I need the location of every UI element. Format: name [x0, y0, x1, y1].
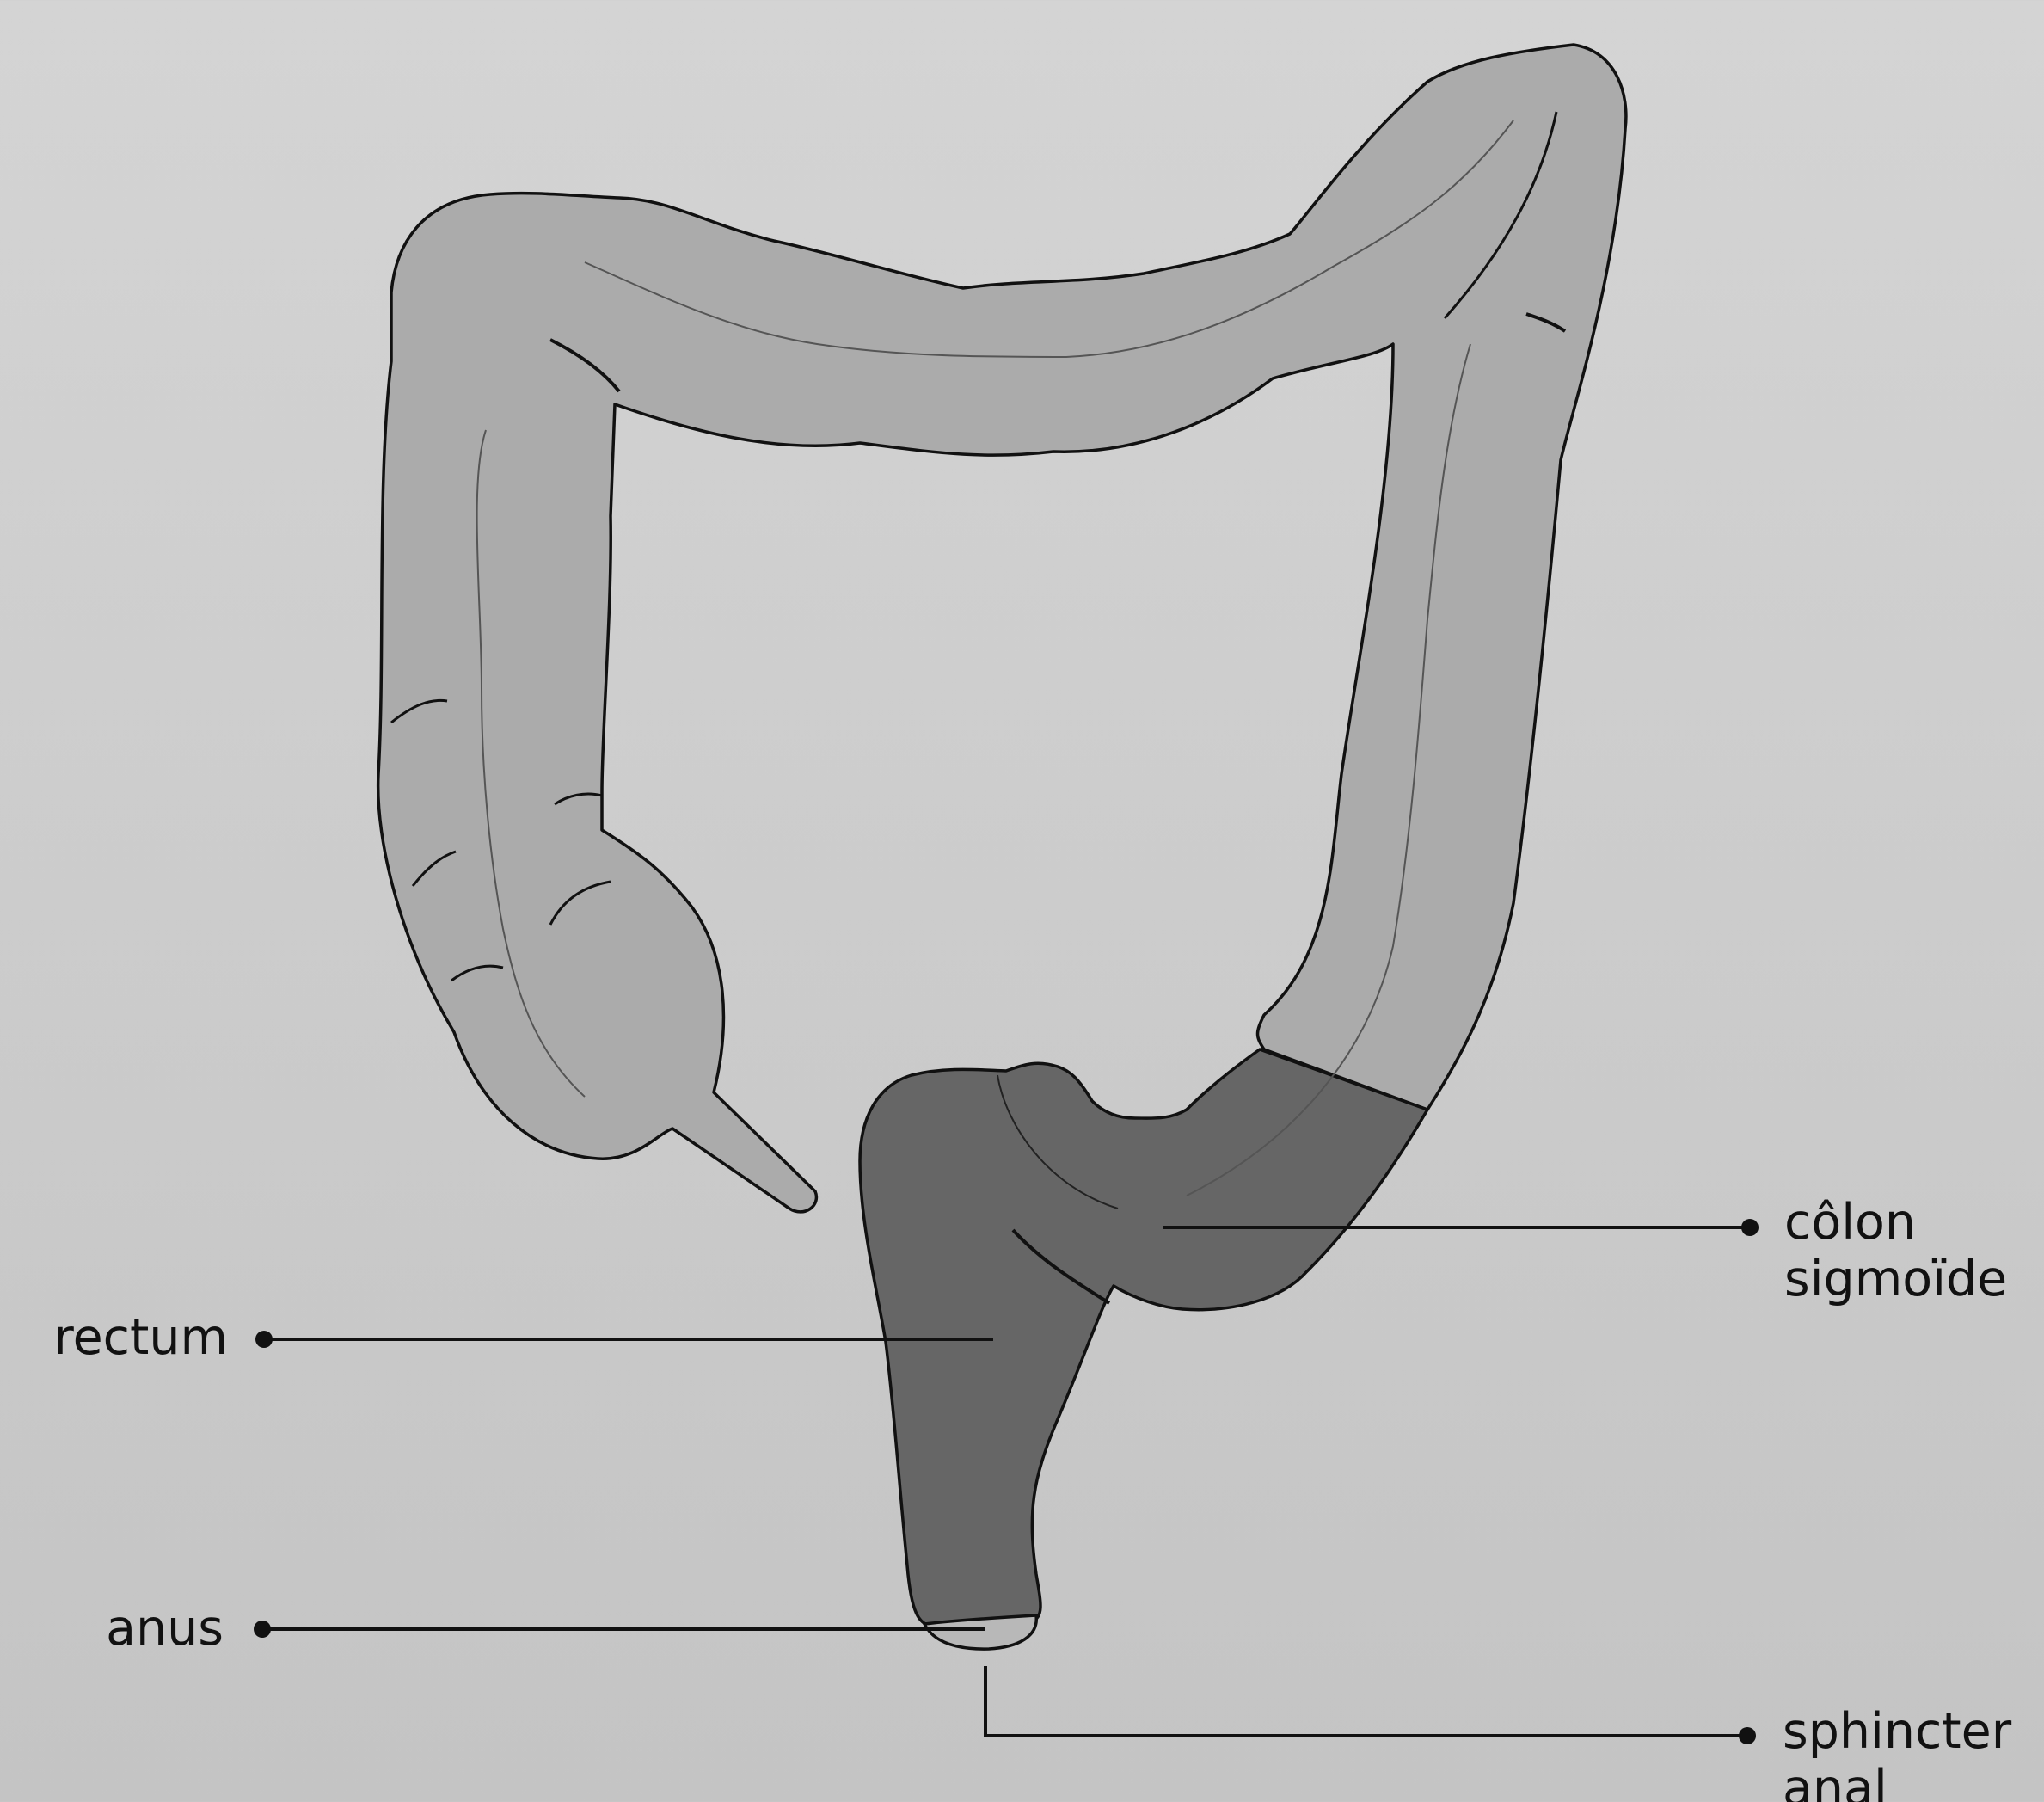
leader-dot-rectum: [255, 1331, 273, 1348]
leader-dot-anus: [254, 1621, 271, 1638]
label-sigmoid-colon: côlon sigmoïde: [1784, 1194, 2007, 1307]
label-anal-sphincter-line-2: anal: [1783, 1760, 2011, 1802]
label-anal-sphincter: sphincter anal: [1783, 1703, 2011, 1802]
label-anus: anus: [106, 1600, 224, 1657]
label-sigmoid-colon-line-1: côlon: [1784, 1194, 2007, 1251]
leader-line-anal-sphincter: [985, 1666, 1747, 1736]
label-anal-sphincter-line-1: sphincter: [1783, 1703, 2011, 1760]
leader-dot-anal-sphincter: [1739, 1727, 1756, 1744]
leader-dot-sigmoid-colon: [1741, 1219, 1759, 1236]
label-rectum: rectum: [53, 1309, 228, 1366]
large-intestine: [378, 45, 1626, 1212]
label-sigmoid-colon-line-2: sigmoïde: [1784, 1251, 2007, 1307]
